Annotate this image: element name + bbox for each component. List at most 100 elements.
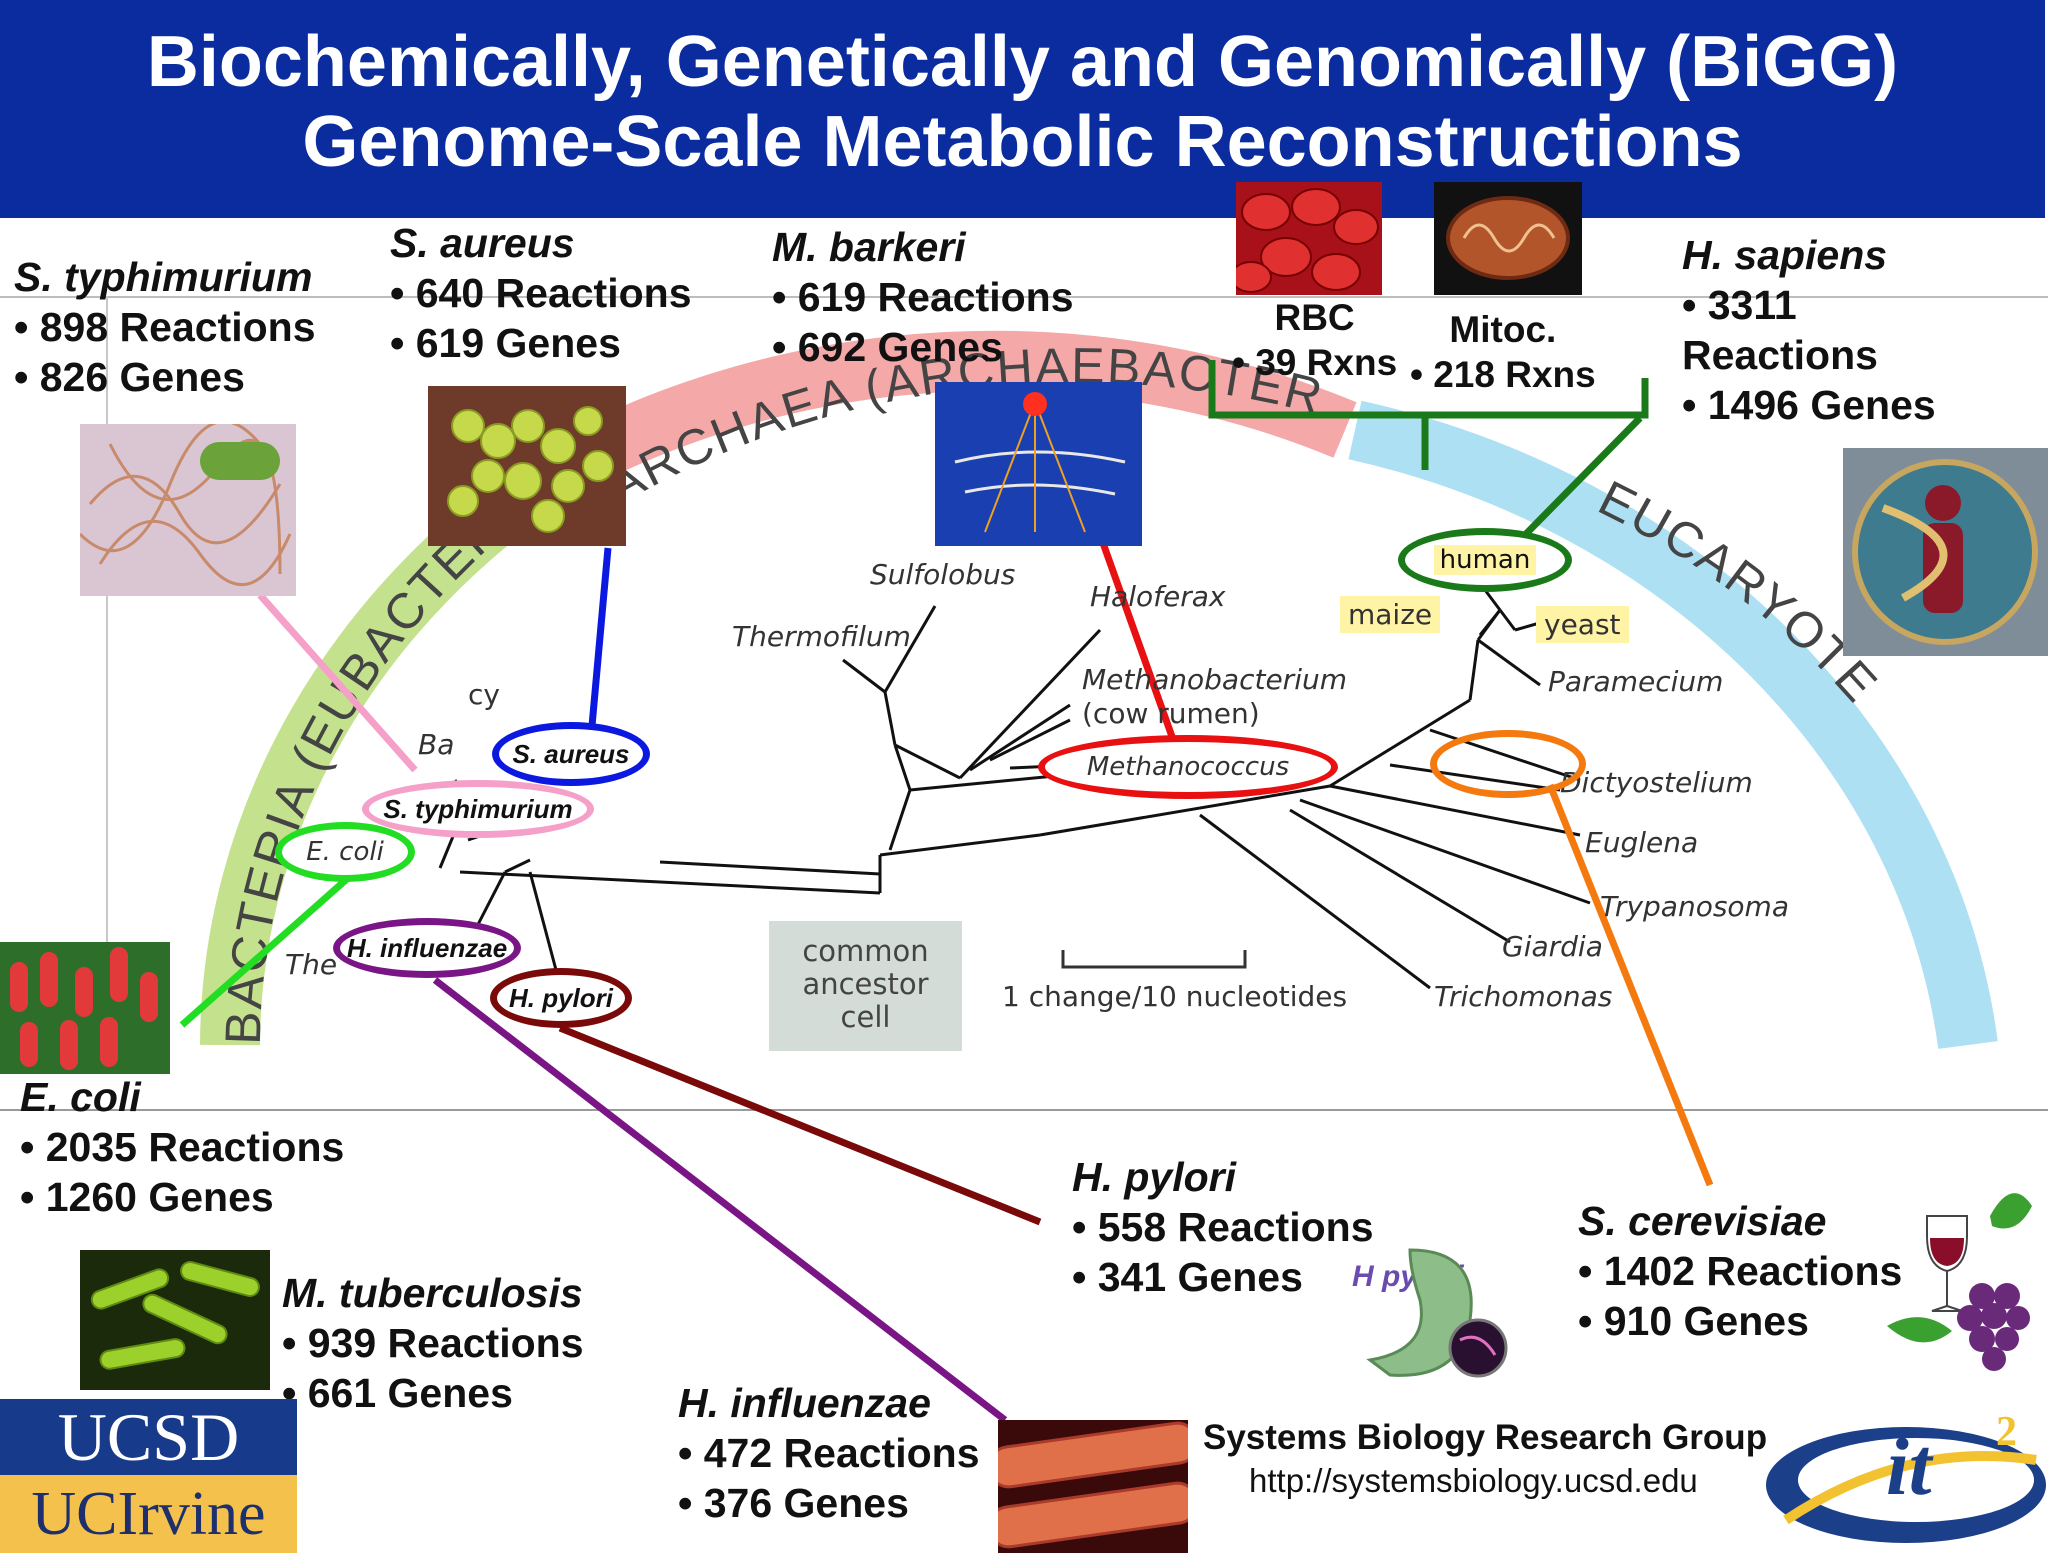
label-sulfolobus: Sulfolobus: [870, 558, 1016, 591]
m-barkeri-info: M. barkeri • 619 Reactions • 692 Genes: [772, 222, 1074, 372]
h-sapiens-reactions-count: • 3311: [1682, 282, 1797, 328]
scale-label: 1 change/10 nucleotides: [1002, 980, 1348, 1013]
label-euglena: Euglena: [1585, 826, 1699, 859]
label-the-partial: The: [285, 948, 338, 981]
title-banner: Biochemically, Genetically and Genomical…: [0, 0, 2045, 218]
label-thermofilum: Thermofilum: [732, 620, 911, 653]
h-pylori-info: H. pylori • 558 Reactions • 341 Genes: [1072, 1152, 1374, 1302]
label-methanobacterium: Methanobacterium: [1082, 663, 1347, 696]
title-line-2: Genome-Scale Metabolic Reconstructions: [302, 102, 1743, 182]
e-coli-info: E. coli • 2035 Reactions • 1260 Genes: [20, 1072, 344, 1222]
label-human: human: [1433, 545, 1537, 575]
s-aureus-connector: [586, 547, 612, 749]
s-aureus-genes: • 619 Genes: [390, 320, 621, 366]
s-typhimurium-reactions: • 898 Reactions: [14, 304, 316, 350]
ancestor-line-2: ancestor: [802, 967, 929, 1001]
s-typhimurium-connector: [257, 592, 418, 773]
s-cerevisiae-image: [1842, 1156, 2048, 1376]
h-influenzae-oval-label: H. influenzae: [346, 932, 508, 963]
h-sapiens-image: [1843, 448, 2048, 656]
label-maize: maize: [1340, 596, 1441, 633]
h-pylori-genes: • 341 Genes: [1072, 1254, 1303, 1300]
label-yeast: yeast: [1536, 606, 1629, 643]
s-cerevisiae-genes: • 910 Genes: [1578, 1298, 1809, 1344]
ancestor-line-3: cell: [840, 1000, 891, 1034]
s-aureus-oval-label: S. aureus: [512, 738, 630, 769]
e-coli-connector: [179, 875, 351, 1028]
scale-bar: [1061, 950, 1247, 969]
s-cerevisiae-oval: [1430, 730, 1586, 798]
s-typhimurium-genes: • 826 Genes: [14, 354, 245, 400]
label-cy-partial: cy: [468, 678, 500, 711]
m-tuberculosis-info: M. tuberculosis • 939 Reactions • 661 Ge…: [282, 1268, 584, 1418]
h-pylori-reactions: • 558 Reactions: [1072, 1204, 1374, 1250]
label-trypanosoma: Trypanosoma: [1600, 890, 1789, 923]
archaea-arc: [545, 330, 1357, 497]
ucsd-logo: UCSD: [0, 1399, 297, 1475]
label-ba-partial: Ba: [418, 728, 455, 761]
s-typhimurium-oval: S. typhimurium: [362, 780, 594, 838]
label-trichomonas: Trichomonas: [1434, 980, 1613, 1013]
s-cerevisiae-reactions: • 1402 Reactions: [1578, 1248, 1903, 1294]
m-tuberculosis-image: [80, 1250, 270, 1390]
mitoc-reactions: • 218 Rxns: [1410, 354, 1596, 395]
it2-logo-text: it: [1886, 1421, 1932, 1512]
h-sapiens-name: H. sapiens: [1682, 232, 1888, 278]
mitoc-info: Mitoc. • 218 Rxns: [1410, 307, 1596, 397]
mitochondrion-image: [1434, 182, 1582, 295]
label-giardia: Giardia: [1502, 930, 1603, 963]
divider-left: [106, 296, 108, 946]
methanococcus-oval: Methanococcus: [1038, 735, 1338, 799]
label-methanococcus: Methanococcus: [1086, 752, 1290, 782]
m-tuberculosis-name: M. tuberculosis: [282, 1270, 583, 1316]
footer-url[interactable]: http://systemsbiology.ucsd.edu: [1249, 1462, 1698, 1499]
s-aureus-reactions: • 640 Reactions: [390, 270, 692, 316]
s-cerevisiae-name: S. cerevisiae: [1578, 1198, 1827, 1244]
m-barkeri-reactions: • 619 Reactions: [772, 274, 1074, 320]
s-aureus-oval: S. aureus: [492, 722, 650, 786]
h-pylori-connector: [558, 1024, 1042, 1226]
m-barkeri-name: M. barkeri: [772, 224, 966, 270]
label-paramecium: Paramecium: [1548, 665, 1724, 698]
s-cerevisiae-connector: [1546, 783, 1714, 1187]
rbc-reactions: • 39 Rxns: [1232, 342, 1398, 383]
uci-logo: UCIrvine: [0, 1475, 297, 1553]
h-influenzae-image: [998, 1420, 1188, 1553]
label-dictyostelium: Dictyostelium: [1560, 766, 1753, 799]
it2-logo-sup: 2: [1996, 1409, 2017, 1455]
h-influenzae-name: H. influenzae: [678, 1380, 931, 1426]
s-aureus-name: S. aureus: [390, 220, 575, 266]
e-coli-reactions: • 2035 Reactions: [20, 1124, 345, 1170]
m-barkeri-genes: • 692 Genes: [772, 324, 1003, 370]
h-influenzae-reactions: • 472 Reactions: [678, 1430, 980, 1476]
m-barkeri-image: [935, 382, 1142, 546]
rbc-name: RBC: [1274, 297, 1355, 338]
title-line-1: Biochemically, Genetically and Genomical…: [146, 22, 1899, 102]
h-sapiens-info: H. sapiens • 3311 Reactions • 1496 Genes: [1682, 230, 1936, 430]
m-tuberculosis-genes: • 661 Genes: [282, 1370, 513, 1416]
rbc-info: RBC • 39 Rxns: [1232, 295, 1397, 385]
s-typhimurium-name: S. typhimurium: [14, 254, 313, 300]
s-typhimurium-info: S. typhimurium • 898 Reactions • 826 Gen…: [14, 252, 316, 402]
h-influenzae-genes: • 376 Genes: [678, 1480, 909, 1526]
h-pylori-oval: H. pylori: [490, 968, 632, 1028]
h-influenzae-connector: [432, 977, 1008, 1423]
it2-logo: it 2: [1756, 1400, 2048, 1553]
m-tuberculosis-reactions: • 939 Reactions: [282, 1320, 584, 1366]
e-coli-genes: • 1260 Genes: [20, 1174, 274, 1220]
e-coli-image: [0, 942, 170, 1074]
h-sapiens-reactions-label: Reactions: [1682, 332, 1878, 378]
s-aureus-info: S. aureus • 640 Reactions • 619 Genes: [390, 218, 692, 368]
tree-branches: [438, 589, 1591, 990]
h-influenzae-info: H. influenzae • 472 Reactions • 376 Gene…: [678, 1378, 980, 1528]
h-sapiens-genes: • 1496 Genes: [1682, 382, 1936, 428]
footer-group-name: Systems Biology Research Group: [1203, 1418, 1768, 1457]
s-typhimurium-image: [80, 424, 296, 596]
eucaryotes-arc: [1348, 400, 1998, 1049]
s-aureus-image: [428, 386, 626, 546]
h-influenzae-oval: H. influenzae: [333, 918, 521, 978]
e-coli-oval-label: E. coli: [306, 837, 384, 867]
label-cow-rumen: (cow rumen): [1082, 697, 1260, 730]
ancestor-line-1: common: [802, 934, 929, 968]
